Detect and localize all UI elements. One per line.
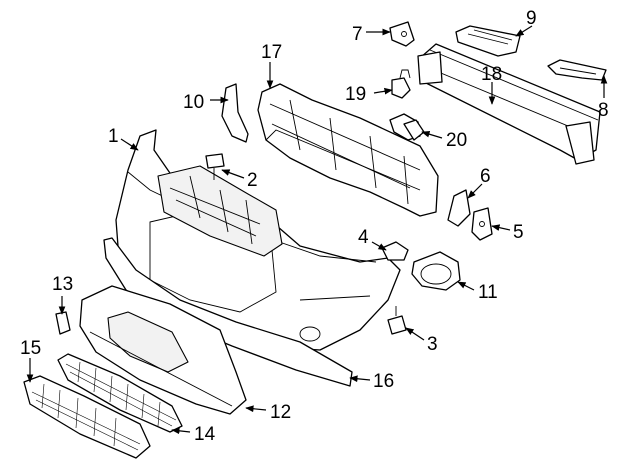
part-3-bolt (387, 306, 407, 335)
part-15-lower-grille (23, 375, 151, 459)
callout-17: 17 (261, 42, 282, 63)
callout-labels: 1 2 3 4 5 6 7 8 9 10 11 12 13 14 15 16 1… (20, 8, 609, 445)
part-10-side-bracket (221, 83, 249, 143)
callout-7: 7 (352, 24, 363, 45)
part-12-skid-plate (79, 285, 247, 415)
part-13-cover (55, 311, 71, 335)
part-8-bracket (547, 59, 607, 81)
callout-15: 15 (20, 338, 41, 359)
callout-13: 13 (52, 274, 73, 295)
part-7-bracket (389, 21, 415, 47)
callout-2: 2 (247, 170, 258, 191)
callout-6: 6 (480, 166, 491, 187)
part-2-fastener (205, 153, 225, 180)
callout-8: 8 (598, 100, 609, 121)
part-14-grille-mesh (57, 353, 183, 433)
part-5-bracket (471, 207, 493, 241)
callout-14: 14 (194, 424, 216, 445)
callout-16: 16 (373, 371, 394, 392)
callout-1: 1 (108, 126, 119, 147)
part-9-bracket (455, 25, 521, 57)
callout-20: 20 (446, 130, 467, 151)
callout-19: 19 (345, 84, 366, 105)
part-6-bracket (447, 189, 471, 227)
part-4-clip (381, 241, 409, 261)
callout-18: 18 (481, 64, 502, 85)
part-17-energy-absorber (257, 83, 439, 217)
part-11-fog-lamp-bezel (411, 251, 461, 291)
callout-11: 11 (478, 282, 498, 303)
callout-9: 9 (526, 8, 537, 29)
callout-5: 5 (513, 222, 524, 243)
part-1-bumper-cover (115, 129, 401, 351)
part-20-sensor (389, 113, 425, 141)
part-19-fastener (391, 69, 411, 99)
callout-3: 3 (427, 334, 438, 355)
leader-lines (26, 25, 608, 435)
part-18-reinforcement-bar (417, 43, 601, 165)
callout-10: 10 (183, 92, 204, 113)
callout-12: 12 (270, 402, 291, 423)
callout-4: 4 (358, 227, 369, 248)
